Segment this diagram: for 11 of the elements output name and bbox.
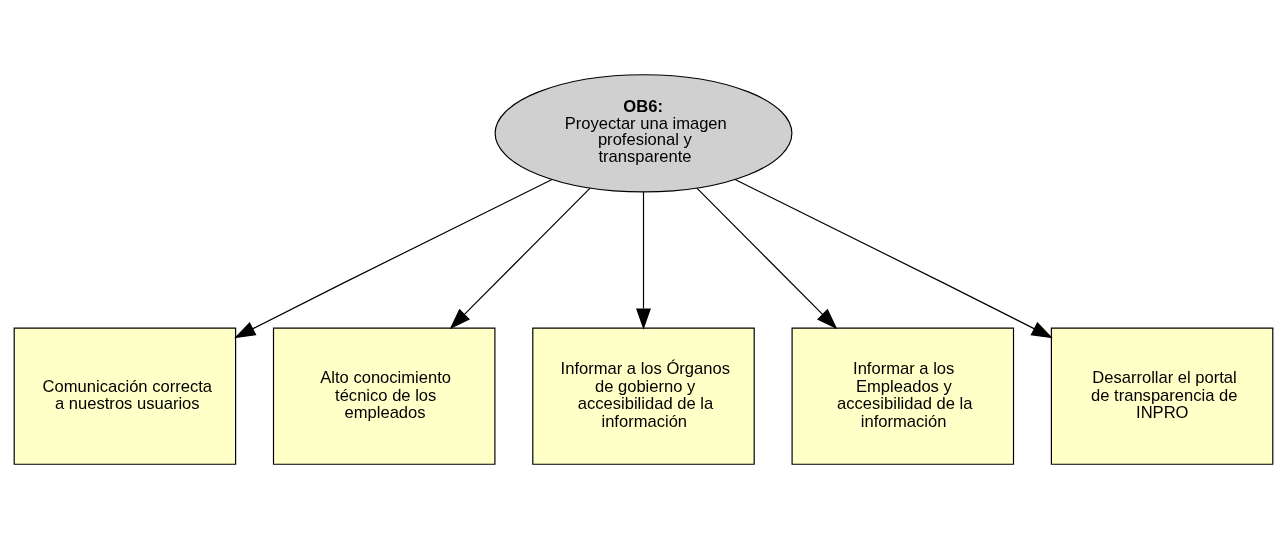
arrow [696, 187, 838, 329]
node-box: Alto conocimiento técnico de los empleados [272, 327, 496, 465]
node-ellipse: OB6: Proyectar una imagen profesional y transparente [494, 73, 793, 192]
node-box: Comunicación correcta a nuestros usuarios [13, 327, 237, 465]
arrow [449, 187, 591, 329]
node-box: Informar a los Empleados y accesibilidad de la información [791, 327, 1015, 465]
node-box: Desarrollar el portal de transparencia de INPRO [1050, 327, 1274, 465]
arrow [234, 178, 553, 338]
arrow [734, 178, 1053, 338]
node-box: Informar a los Órganos de gobierno y accesibilidad de la información [532, 327, 755, 465]
arrow [636, 190, 651, 330]
